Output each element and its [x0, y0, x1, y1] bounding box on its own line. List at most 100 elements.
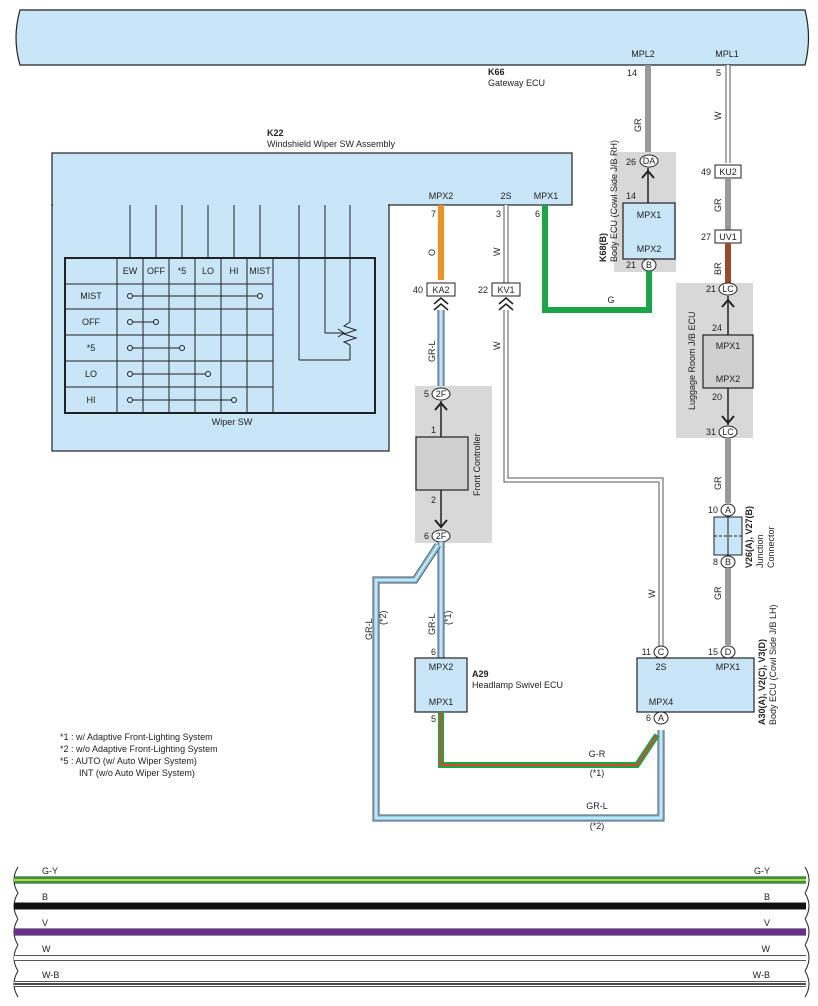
wire-note-2a: (*2) [378, 610, 388, 625]
gateway-pin-14: 14 [627, 68, 637, 78]
connector-kv1-label: KV1 [497, 285, 514, 295]
gateway-name: Gateway ECU [488, 78, 545, 88]
connector-d-label: D [725, 647, 732, 657]
connector-ka2-num: 40 [413, 285, 423, 295]
wire-label-gr-4: GR [713, 586, 723, 600]
col-5: *5 [178, 266, 187, 276]
junction-a [720, 503, 736, 517]
junction-code: V26(A), V27(B) [744, 506, 754, 568]
connector-c-label: C [658, 647, 665, 657]
wire-gr-l-3 [372, 543, 665, 822]
arrow-rh [641, 169, 655, 179]
wire-label-grl-2: GR-L [364, 618, 374, 640]
col-ew: EW [123, 266, 138, 276]
wiper-sw-label: Wiper SW [212, 417, 253, 427]
front-ctrl-2: 2 [431, 495, 436, 505]
bus-label-left: V [42, 918, 48, 928]
body-ecu-lh-code: A30(A), V2(C), V3(D) [757, 639, 767, 725]
junction-name2: Connector [766, 526, 776, 568]
wiper-assy-code: K22 [267, 128, 284, 138]
headlamp-ecu-box [414, 657, 468, 713]
bus-end-right [804, 892, 810, 920]
luggage-mpx2: MPX2 [716, 374, 741, 384]
connector-ka2-label: KA2 [432, 285, 449, 295]
luggage-31: 31 [706, 427, 716, 437]
junction-a-label: A [725, 505, 731, 515]
connector-2f-top-label: 2F [436, 389, 447, 399]
row-hi: HI [87, 395, 96, 405]
body-ecu-lh-box [636, 657, 755, 713]
wire-label-br: BR [713, 262, 723, 275]
front-ctrl-name: Front Controller [472, 433, 482, 496]
junction-8: 8 [713, 557, 718, 567]
luggage-name: Luggage Room J/B ECU [687, 311, 697, 410]
bus-label-left: W [42, 944, 51, 954]
col-off: OFF [147, 266, 165, 276]
row-off: OFF [82, 317, 100, 327]
bus-end-right [804, 918, 810, 946]
col-lo: LO [202, 266, 214, 276]
bus-label-right: W [762, 944, 771, 954]
wire-label-w-1: W [713, 111, 723, 120]
luggage-20: 20 [712, 392, 722, 402]
bus-label-left: B [42, 892, 48, 902]
wiper-pin-mpx2: MPX2 [429, 191, 454, 201]
luggage-24: 24 [712, 323, 722, 333]
bus-label-right: B [764, 892, 770, 902]
body-ecu-rh-code: K68(B) [598, 233, 608, 262]
front-ctrl-5: 5 [424, 389, 429, 399]
bus-label-left: G-Y [42, 866, 58, 876]
wiper-num-7: 7 [431, 209, 436, 219]
wire-label-o: O [427, 249, 437, 256]
connector-ku2-num: 49 [701, 167, 711, 177]
wiper-pin-mpx1: MPX1 [534, 191, 559, 201]
body-ecu-rh-mpx1: MPX1 [637, 210, 662, 220]
note-5b: INT (w/o Auto Wiper System) [79, 768, 195, 778]
connector-da-label: DA [643, 156, 656, 166]
front-ctrl-1: 1 [431, 425, 436, 435]
body-ecu-rh-14: 14 [626, 191, 636, 201]
wire-label-w-4: W [647, 589, 657, 598]
wire-label-gr-r: G-R [589, 749, 606, 759]
luggage-21: 21 [706, 284, 716, 294]
bus-label-left: W-B [42, 970, 59, 980]
wiper-pin-2s: 2S [500, 191, 511, 201]
body-ecu-lh-mpx4: MPX4 [649, 697, 674, 707]
wire-label-w-3: W [492, 341, 502, 350]
wire-green [542, 205, 652, 313]
junction-name1: Junction [755, 534, 765, 568]
connector-ku2-label: KU2 [719, 167, 737, 177]
headlamp-mpx2: MPX2 [429, 662, 454, 672]
note-1: *1 : w/ Adaptive Front-Lighting System [60, 732, 213, 742]
connector-a-label: A [658, 713, 664, 723]
body-ecu-lh-mpx1: MPX1 [716, 662, 741, 672]
wire-note-1a: (*1) [443, 610, 453, 625]
wire-label-gr-3: GR [713, 476, 723, 490]
row-lo: LO [85, 369, 97, 379]
wire-label-gr-2: GR [713, 198, 723, 212]
row-mist: MIST [80, 291, 102, 301]
col-hi: HI [230, 266, 239, 276]
bus-label-right: V [764, 918, 770, 928]
wire-note-2b: (*2) [590, 821, 605, 831]
connector-b-rh-label: B [646, 260, 652, 270]
connector-lc-bot-label: LC [722, 427, 734, 437]
col-mist: MIST [249, 266, 271, 276]
junction-10: 10 [708, 505, 718, 515]
wire-label-grl-1: GR-L [427, 340, 437, 362]
luggage-mpx1: MPX1 [716, 341, 741, 351]
wiper-assy-name: Windshield Wiper SW Assembly [267, 139, 396, 149]
junction-b-label: B [725, 557, 731, 567]
headlamp-5: 5 [431, 714, 436, 724]
body-ecu-lh-11: 11 [642, 647, 651, 657]
connector-da [639, 154, 659, 168]
note-5: *5 : AUTO (w/ Auto Wiper System) [60, 756, 197, 766]
gateway-pin-mpl2: MPL2 [631, 49, 655, 59]
body-ecu-rh-mpx2: MPX2 [637, 244, 662, 254]
wiper-assy-top [51, 152, 573, 206]
headlamp-6: 6 [431, 647, 436, 657]
body-ecu-lh-6: 6 [646, 713, 651, 723]
wire-w-long [503, 310, 664, 648]
